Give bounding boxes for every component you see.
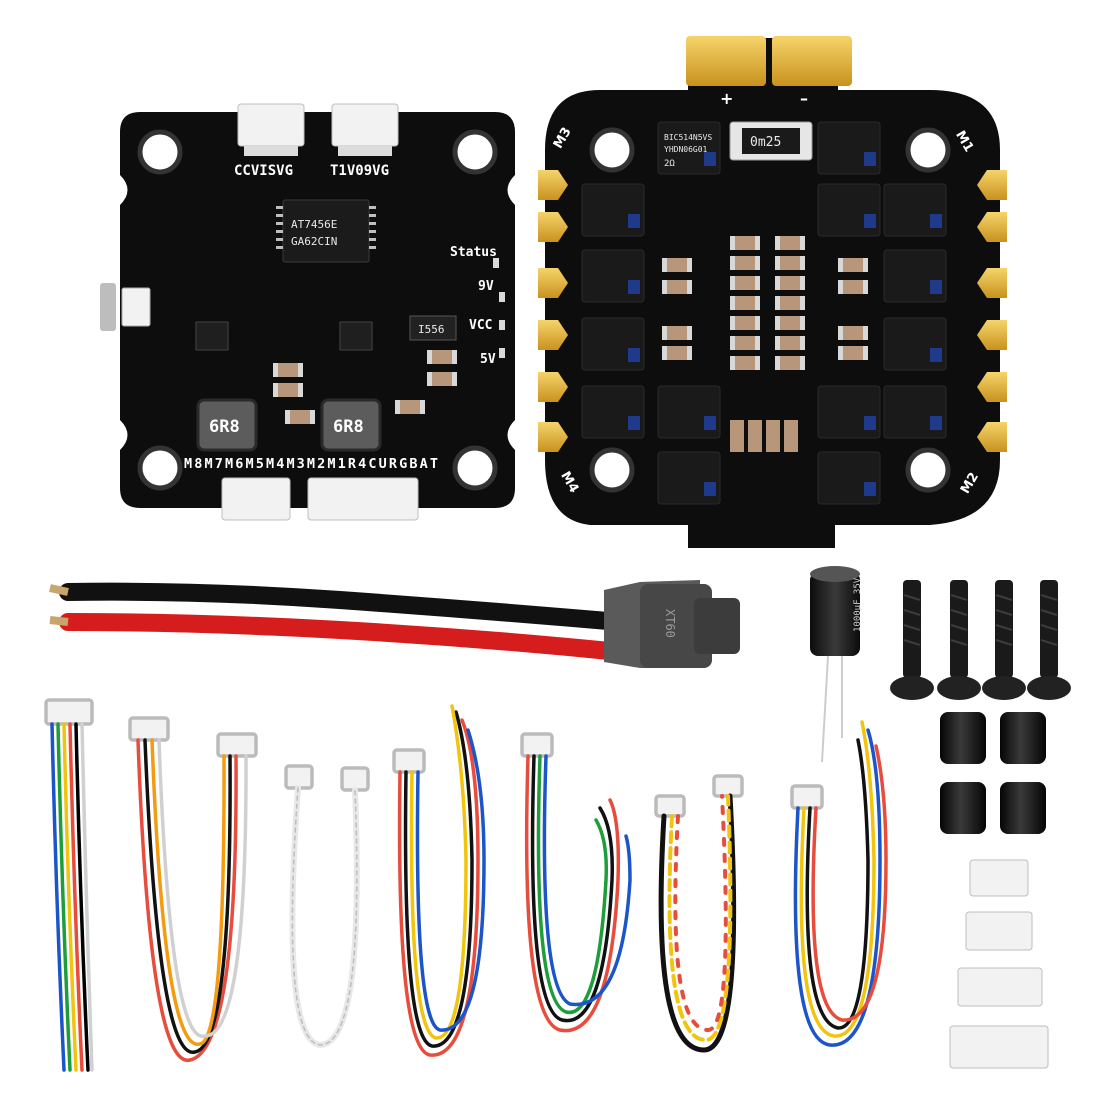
- mosfet-label-line1: BIC514N5VS: [664, 133, 712, 142]
- rubber-grommets: [940, 712, 1046, 834]
- label-9v: 9V: [478, 279, 494, 294]
- spare-white-plugs: [949, 859, 1049, 1069]
- small-chip-label: I556: [418, 323, 445, 336]
- electrolytic-capacitor: 1000µF 35V: [810, 566, 863, 763]
- wire-harnesses: [44, 698, 888, 1072]
- capacitor-label: 1000µF 35V: [853, 577, 863, 632]
- inductor-label-left: 6R8: [209, 417, 240, 437]
- xt60-label: XT60: [663, 609, 677, 638]
- shunt-label: 0m25: [750, 135, 781, 150]
- harness-4: [392, 704, 486, 1057]
- osd-chip-label-1: AT7456E: [291, 218, 337, 231]
- esc-plus-label: +: [720, 89, 733, 108]
- battery-lead: XT60: [49, 580, 740, 668]
- harness-2: [128, 716, 258, 1062]
- flight-controller-board: CCVISVG T1V09VG AT7456E GA62CIN Status 9…: [100, 103, 515, 521]
- mosfet-label-line3: 2Ω: [664, 159, 675, 169]
- harness-6: [654, 774, 744, 1053]
- harness-3: [284, 764, 370, 1049]
- esc-minus-label: –: [800, 89, 808, 108]
- status-label: Status: [450, 245, 497, 260]
- fc-header-label-right: T1V09VG: [330, 163, 389, 179]
- screw-set: [890, 580, 1071, 700]
- label-vcc: VCC: [469, 318, 492, 333]
- fc-header-label-left: CCVISVG: [234, 163, 293, 179]
- harness-7: [790, 720, 888, 1047]
- fc-bottom-pins-label: M8M7M6M5M4M3M2M1R4CURGBAT: [184, 456, 438, 472]
- mosfet-label-line2: YHDN06G01: [664, 145, 708, 154]
- harness-1: [44, 698, 94, 1072]
- label-5v: 5V: [480, 352, 496, 367]
- harness-5: [520, 732, 632, 1033]
- inductor-label-right: 6R8: [333, 417, 364, 437]
- esc-board: + – 0m25 M3 M1 M4 M2: [538, 36, 1007, 548]
- osd-chip-label-2: GA62CIN: [291, 235, 337, 248]
